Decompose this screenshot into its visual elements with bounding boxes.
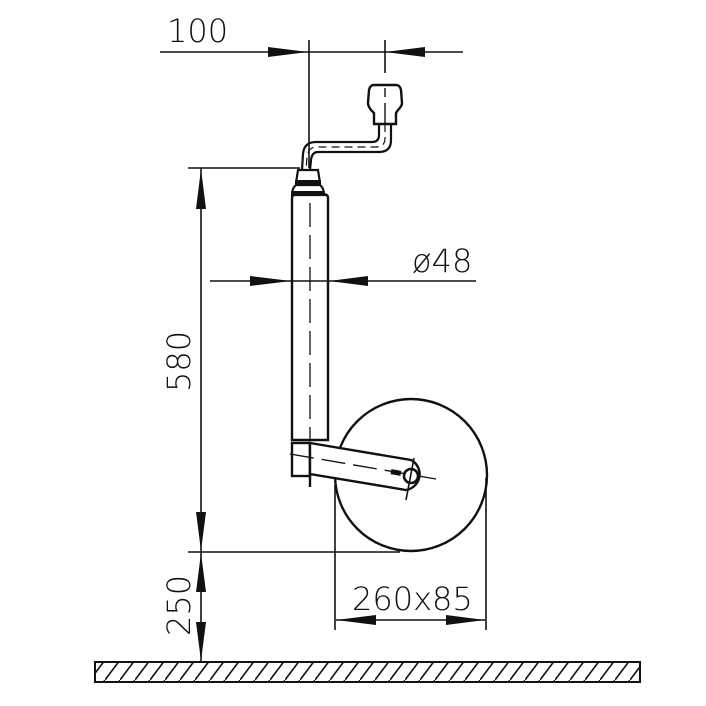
support-tube xyxy=(290,192,330,442)
handle-knob xyxy=(366,83,404,126)
dimension-label-250: 250 xyxy=(160,575,198,636)
dimension-label-100: 100 xyxy=(167,12,228,50)
ground-hatch xyxy=(94,661,641,683)
dimension-label-580: 580 xyxy=(160,331,198,392)
dimension-label-diameter: ø48 xyxy=(412,242,472,280)
swivel-arm xyxy=(289,441,437,501)
dimension-tube-diameter: ø48 xyxy=(210,242,476,286)
dimension-label-wheel: 260x85 xyxy=(352,580,473,618)
dimension-handle-offset: 100 xyxy=(160,12,463,168)
dimension-ground-clearance: 250 xyxy=(160,551,400,662)
dimension-wheel-size: 260x85 xyxy=(334,478,487,630)
dimension-tube-height: 580 xyxy=(160,167,300,552)
